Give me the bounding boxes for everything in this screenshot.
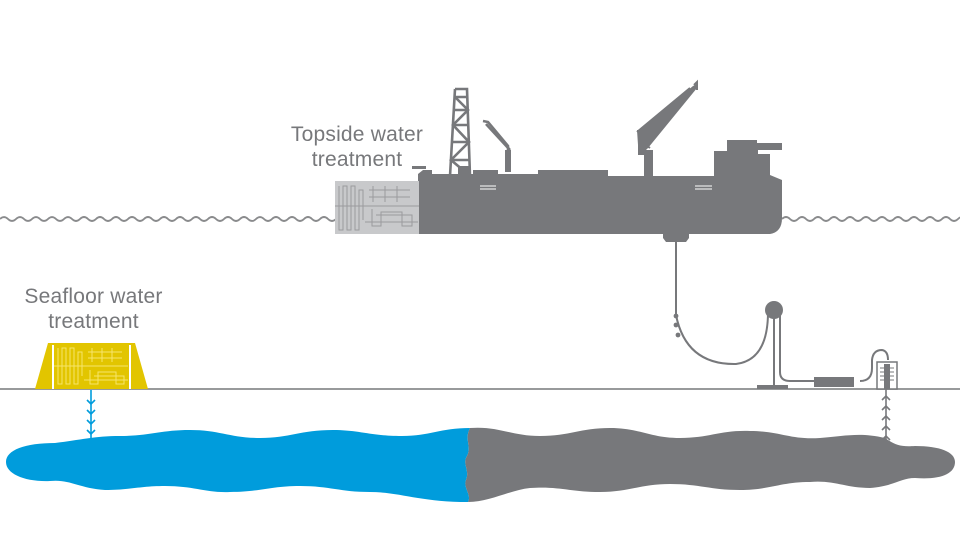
fpso-vessel — [412, 79, 782, 242]
riser-buoy-3 — [675, 332, 681, 338]
injection-well — [86, 390, 96, 446]
seafloor-label-line1: Seafloor water — [24, 285, 163, 308]
riser-buoy-1 — [673, 313, 679, 319]
sea-surface-wave-left — [0, 216, 337, 222]
vent-pipe — [412, 166, 426, 169]
seafloor-module-piping — [54, 347, 128, 385]
subsea-wellhead — [876, 361, 898, 390]
reservoir-water-flood — [6, 428, 470, 502]
reservoir-oil — [465, 427, 955, 502]
topside-label-line2: treatment — [311, 148, 403, 171]
subsea-flowline-module — [814, 377, 854, 387]
buoy-anchor-base — [757, 385, 788, 389]
seafloor-label-line2: treatment — [48, 310, 139, 333]
vessel-hull — [418, 140, 782, 234]
topside-label-line1: Topside water — [290, 123, 424, 146]
topside-module-piping — [335, 185, 419, 231]
turret — [663, 234, 689, 242]
seafloor-treatment-module — [35, 343, 148, 389]
topside-water-treatment-label: Topside water treatment — [272, 122, 442, 172]
sea-surface-wave-right — [781, 216, 960, 222]
midwater-arch-buoy — [765, 301, 783, 319]
topside-treatment-module — [335, 181, 419, 234]
deck-railings — [480, 185, 712, 190]
drilling-derrick — [448, 87, 472, 177]
small-crane-base — [505, 150, 511, 172]
flexible-riser — [675, 242, 889, 382]
riser-buoy-2 — [673, 322, 679, 328]
seafloor-water-treatment-label: Seafloor water treatment — [6, 284, 181, 334]
production-well — [881, 389, 891, 448]
large-crane — [636, 79, 698, 176]
